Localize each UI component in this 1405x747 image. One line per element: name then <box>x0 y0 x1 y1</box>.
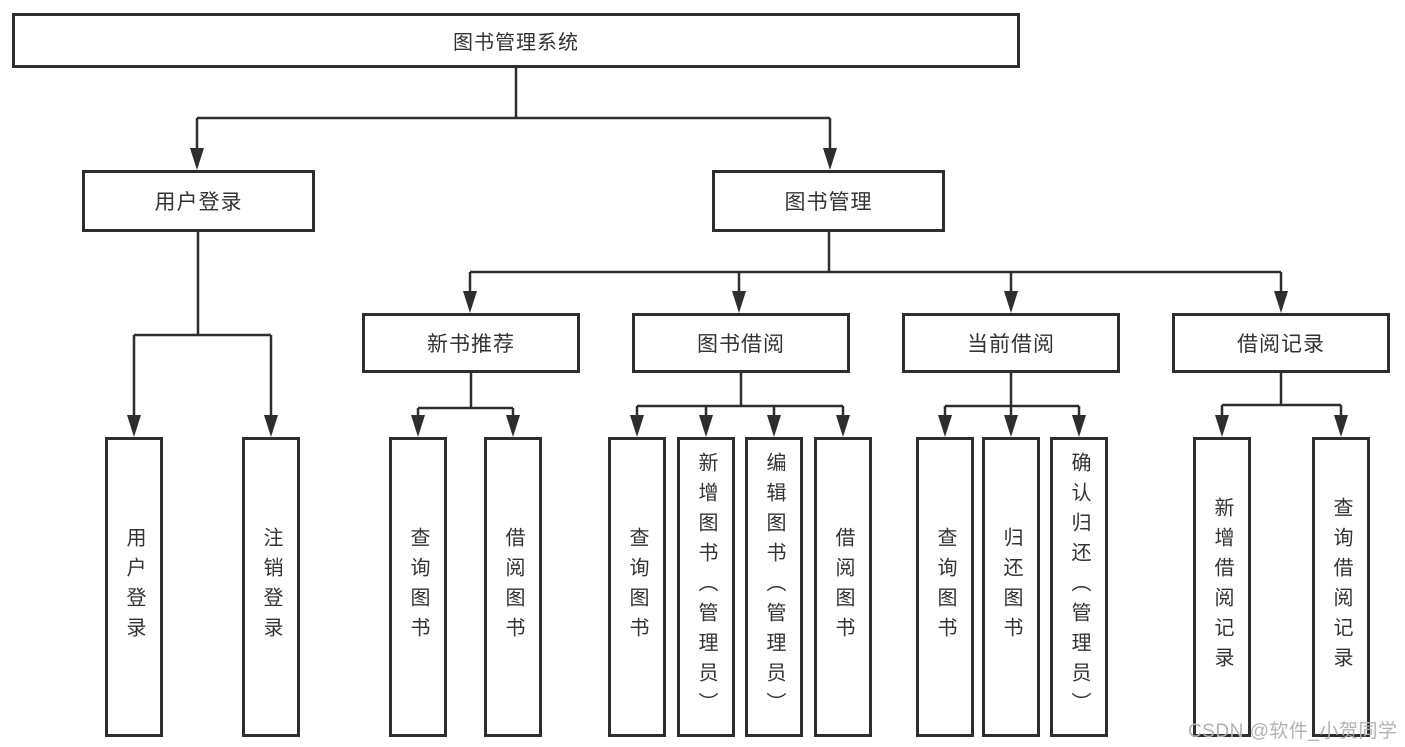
leaf-bb-borrow-book: 借阅图书 <box>814 437 872 737</box>
node-book-borrowing: 图书借阅 <box>632 313 850 373</box>
node-book-management-label: 图书管理 <box>784 191 873 214</box>
leaf-logout-label: 注销登录 <box>260 527 282 647</box>
arrowheads <box>127 148 1348 437</box>
node-new-book-recommendation: 新书推荐 <box>362 313 580 373</box>
leaf-br-add-record: 新增借阅记录 <box>1193 437 1251 737</box>
node-book-management: 图书管理 <box>712 170 945 232</box>
node-new-book-recommendation-label: 新书推荐 <box>427 333 515 356</box>
leaf-bb-add-book-label: 新增图书（管理员） <box>695 452 717 722</box>
leaf-bb-edit-book: 编辑图书（管理员） <box>745 437 803 737</box>
leaf-bb-add-book: 新增图书（管理员） <box>677 437 735 737</box>
csdn-watermark: CSDN @软件_小贺同学 <box>1188 721 1398 742</box>
leaf-cb-return-book: 归还图书 <box>982 437 1040 737</box>
leaf-cb-query-book-label: 查询图书 <box>934 527 956 647</box>
leaf-rec-query-book: 查询图书 <box>389 437 447 737</box>
leaf-bb-query-book: 查询图书 <box>608 437 666 737</box>
leaf-cb-return-book-label: 归还图书 <box>1000 527 1022 647</box>
node-borrowing-records: 借阅记录 <box>1172 313 1390 373</box>
leaf-rec-query-book-label: 查询图书 <box>407 527 429 647</box>
leaf-logout: 注销登录 <box>242 437 300 737</box>
node-user-login: 用户登录 <box>82 170 315 232</box>
node-user-login-label: 用户登录 <box>154 191 243 214</box>
leaf-br-query-record: 查询借阅记录 <box>1312 437 1370 737</box>
node-root: 图书管理系统 <box>12 13 1020 68</box>
leaf-rec-borrow-book-label: 借阅图书 <box>502 527 524 647</box>
leaf-rec-borrow-book: 借阅图书 <box>484 437 542 737</box>
leaf-cb-confirm-return: 确认归还（管理员） <box>1050 437 1108 737</box>
leaf-bb-borrow-book-label: 借阅图书 <box>832 527 854 647</box>
leaf-user-login: 用户登录 <box>105 437 163 737</box>
node-current-borrowing-label: 当前借阅 <box>967 333 1055 356</box>
leaf-cb-query-book: 查询图书 <box>916 437 974 737</box>
leaf-bb-query-book-label: 查询图书 <box>626 527 648 647</box>
leaf-br-add-record-label: 新增借阅记录 <box>1211 497 1233 677</box>
leaf-bb-edit-book-label: 编辑图书（管理员） <box>763 452 785 722</box>
leaf-user-login-label: 用户登录 <box>123 527 145 647</box>
leaf-br-query-record-label: 查询借阅记录 <box>1330 497 1352 677</box>
node-root-label: 图书管理系统 <box>453 32 579 54</box>
node-borrowing-records-label: 借阅记录 <box>1237 333 1325 356</box>
node-book-borrowing-label: 图书借阅 <box>697 333 785 356</box>
connector-paths <box>132 68 1343 419</box>
node-current-borrowing: 当前借阅 <box>902 313 1120 373</box>
leaf-cb-confirm-return-label: 确认归还（管理员） <box>1068 452 1090 722</box>
